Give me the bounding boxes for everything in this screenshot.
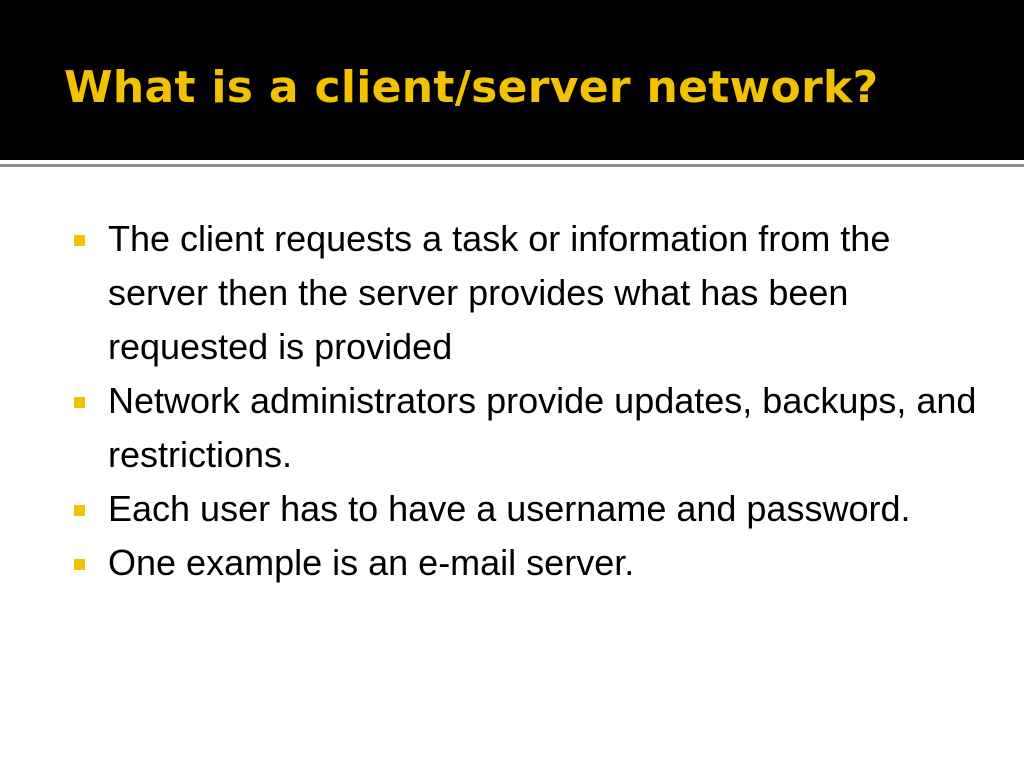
title-bar: What is a client/server network? xyxy=(0,0,1024,160)
square-bullet-icon xyxy=(74,505,85,516)
square-bullet-icon xyxy=(74,235,85,246)
slide-title: What is a client/server network? xyxy=(64,52,878,124)
bullet-text: The client requests a task or informatio… xyxy=(108,218,891,367)
bullet-text: Network administrators provide updates, … xyxy=(108,380,977,475)
square-bullet-icon xyxy=(74,559,85,570)
bullet-list: The client requests a task or informatio… xyxy=(72,212,992,590)
bullet-item: The client requests a task or informatio… xyxy=(72,212,992,374)
title-divider xyxy=(0,164,1024,167)
bullet-text: Each user has to have a username and pas… xyxy=(108,488,911,529)
square-bullet-icon xyxy=(74,397,85,408)
bullet-text: One example is an e-mail server. xyxy=(108,542,635,583)
bullet-item: One example is an e-mail server. xyxy=(72,536,992,590)
bullet-item: Each user has to have a username and pas… xyxy=(72,482,992,536)
bullet-item: Network administrators provide updates, … xyxy=(72,374,992,482)
slide-title-text: What is a client/server network? xyxy=(64,62,879,113)
